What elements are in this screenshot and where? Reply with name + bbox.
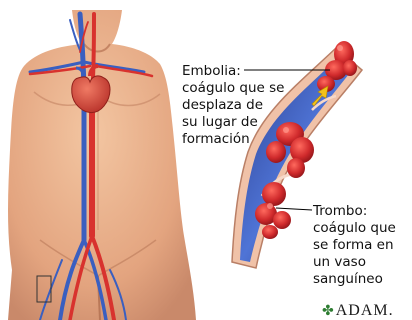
embolia-label: Embolia: coágulo que se desplaza de su l… <box>182 63 284 148</box>
adam-logo-text: ADAM. <box>336 302 394 319</box>
human-body <box>8 10 196 320</box>
adam-logo: ✤ADAM. <box>322 302 394 320</box>
trombo-leader-line <box>276 208 312 210</box>
trombo-label: Trombo: coágulo que se forma en un vaso … <box>313 203 396 288</box>
adam-leaf-icon: ✤ <box>322 304 335 319</box>
